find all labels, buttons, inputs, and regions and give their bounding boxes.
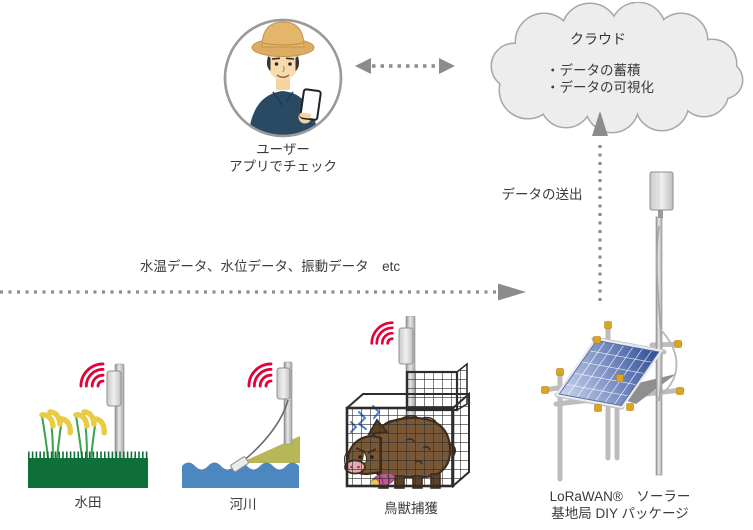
scene-paddy-label: 水田 xyxy=(74,495,102,510)
cloud-bullet-1: ・データの蓄積 xyxy=(546,63,641,78)
cloud-bullet-2: ・データの可視化 xyxy=(546,80,654,95)
user-cloud-arrow-icon xyxy=(355,58,455,74)
station-label-line1: LoRaWAN® ソーラー xyxy=(549,489,691,504)
antenna-cable xyxy=(655,225,663,402)
scene-river-label: 河川 xyxy=(229,497,257,512)
frame-joints xyxy=(541,321,684,412)
scene-river xyxy=(182,361,300,488)
upload-label: データの送出 xyxy=(501,187,583,202)
sensor-data-arrow-icon xyxy=(0,283,526,301)
straw-hat-crown xyxy=(261,21,305,48)
antenna-icon xyxy=(649,171,674,211)
solar-panel-icon xyxy=(554,337,664,409)
trap-sensor-icon xyxy=(398,327,414,365)
cage-front xyxy=(345,406,455,488)
water-level-sensor-icon xyxy=(230,456,249,473)
base-station xyxy=(541,171,685,482)
user-avatar xyxy=(223,18,343,138)
scene-paddy xyxy=(28,362,148,488)
river-water xyxy=(182,462,299,488)
upload-arrow-icon xyxy=(592,111,608,301)
station-label-line2: 基地局 DIY パッケージ xyxy=(551,506,689,521)
river-sensor-icon xyxy=(276,367,291,400)
cloud-icon xyxy=(490,2,744,134)
smartphone-icon xyxy=(299,88,322,121)
cloud-title: クラウド xyxy=(570,31,626,47)
paddy-field xyxy=(28,458,148,488)
sensor-data-label: 水温データ、水位データ、振動データ etc xyxy=(139,259,401,274)
scene-trap xyxy=(343,316,470,489)
user-label-line1: ユーザー xyxy=(256,142,310,157)
sensor-cable xyxy=(241,399,289,463)
radio-waves-icon xyxy=(247,362,273,388)
support-wire xyxy=(659,328,678,397)
cage-side xyxy=(452,391,470,489)
radio-waves-icon xyxy=(370,321,394,345)
paddy-sensor-icon xyxy=(106,370,122,407)
scene-trap-label: 鳥獣捕獲 xyxy=(384,501,438,516)
radio-waves-icon xyxy=(79,362,105,388)
user-label-line2: アプリでチェック xyxy=(229,159,337,174)
rice-plants xyxy=(39,409,107,459)
user-shirt xyxy=(248,91,318,135)
